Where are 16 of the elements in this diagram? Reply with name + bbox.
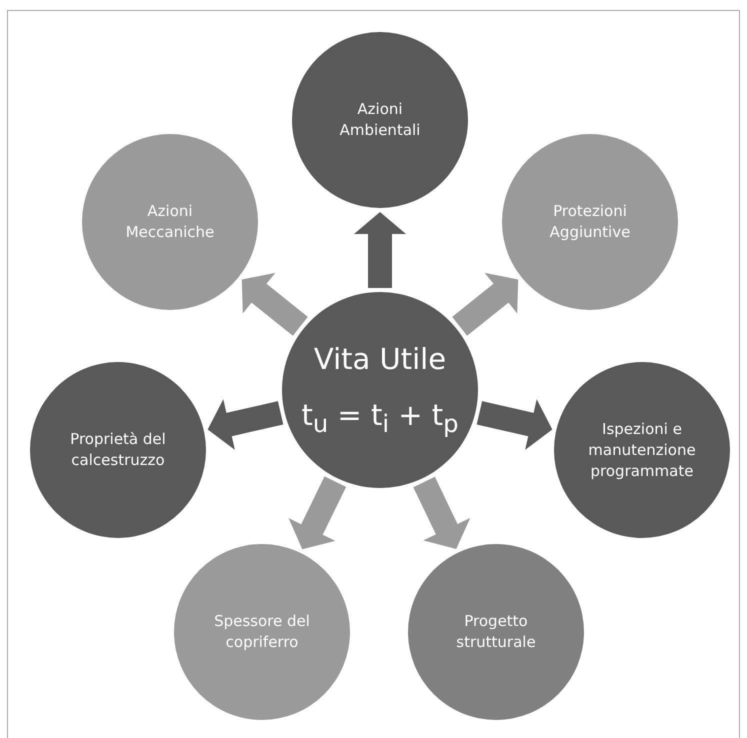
block-arrow bbox=[288, 476, 346, 550]
node-label: Proprietà del calcestruzzo bbox=[69, 429, 167, 471]
block-arrow bbox=[354, 212, 406, 288]
node-label: Vita Utile bbox=[314, 341, 446, 378]
node-label: Protezioni Aggiuntive bbox=[548, 201, 632, 243]
block-arrow bbox=[452, 272, 518, 336]
block-arrow bbox=[208, 399, 284, 450]
block-arrow bbox=[476, 399, 552, 450]
node-label: Ispezioni e manutenzione programmate bbox=[587, 418, 697, 482]
block-arrow bbox=[413, 476, 470, 549]
node-label: Azioni Ambientali bbox=[338, 99, 422, 141]
node-label: Spessore del copriferro bbox=[213, 611, 311, 653]
block-arrow bbox=[242, 272, 308, 336]
node-label: t$_{u}$ = t$_{i}$ + t$_{p}$ bbox=[302, 396, 458, 440]
node-label: Azioni Meccaniche bbox=[124, 201, 216, 243]
node-label: Progetto strutturale bbox=[455, 611, 537, 653]
